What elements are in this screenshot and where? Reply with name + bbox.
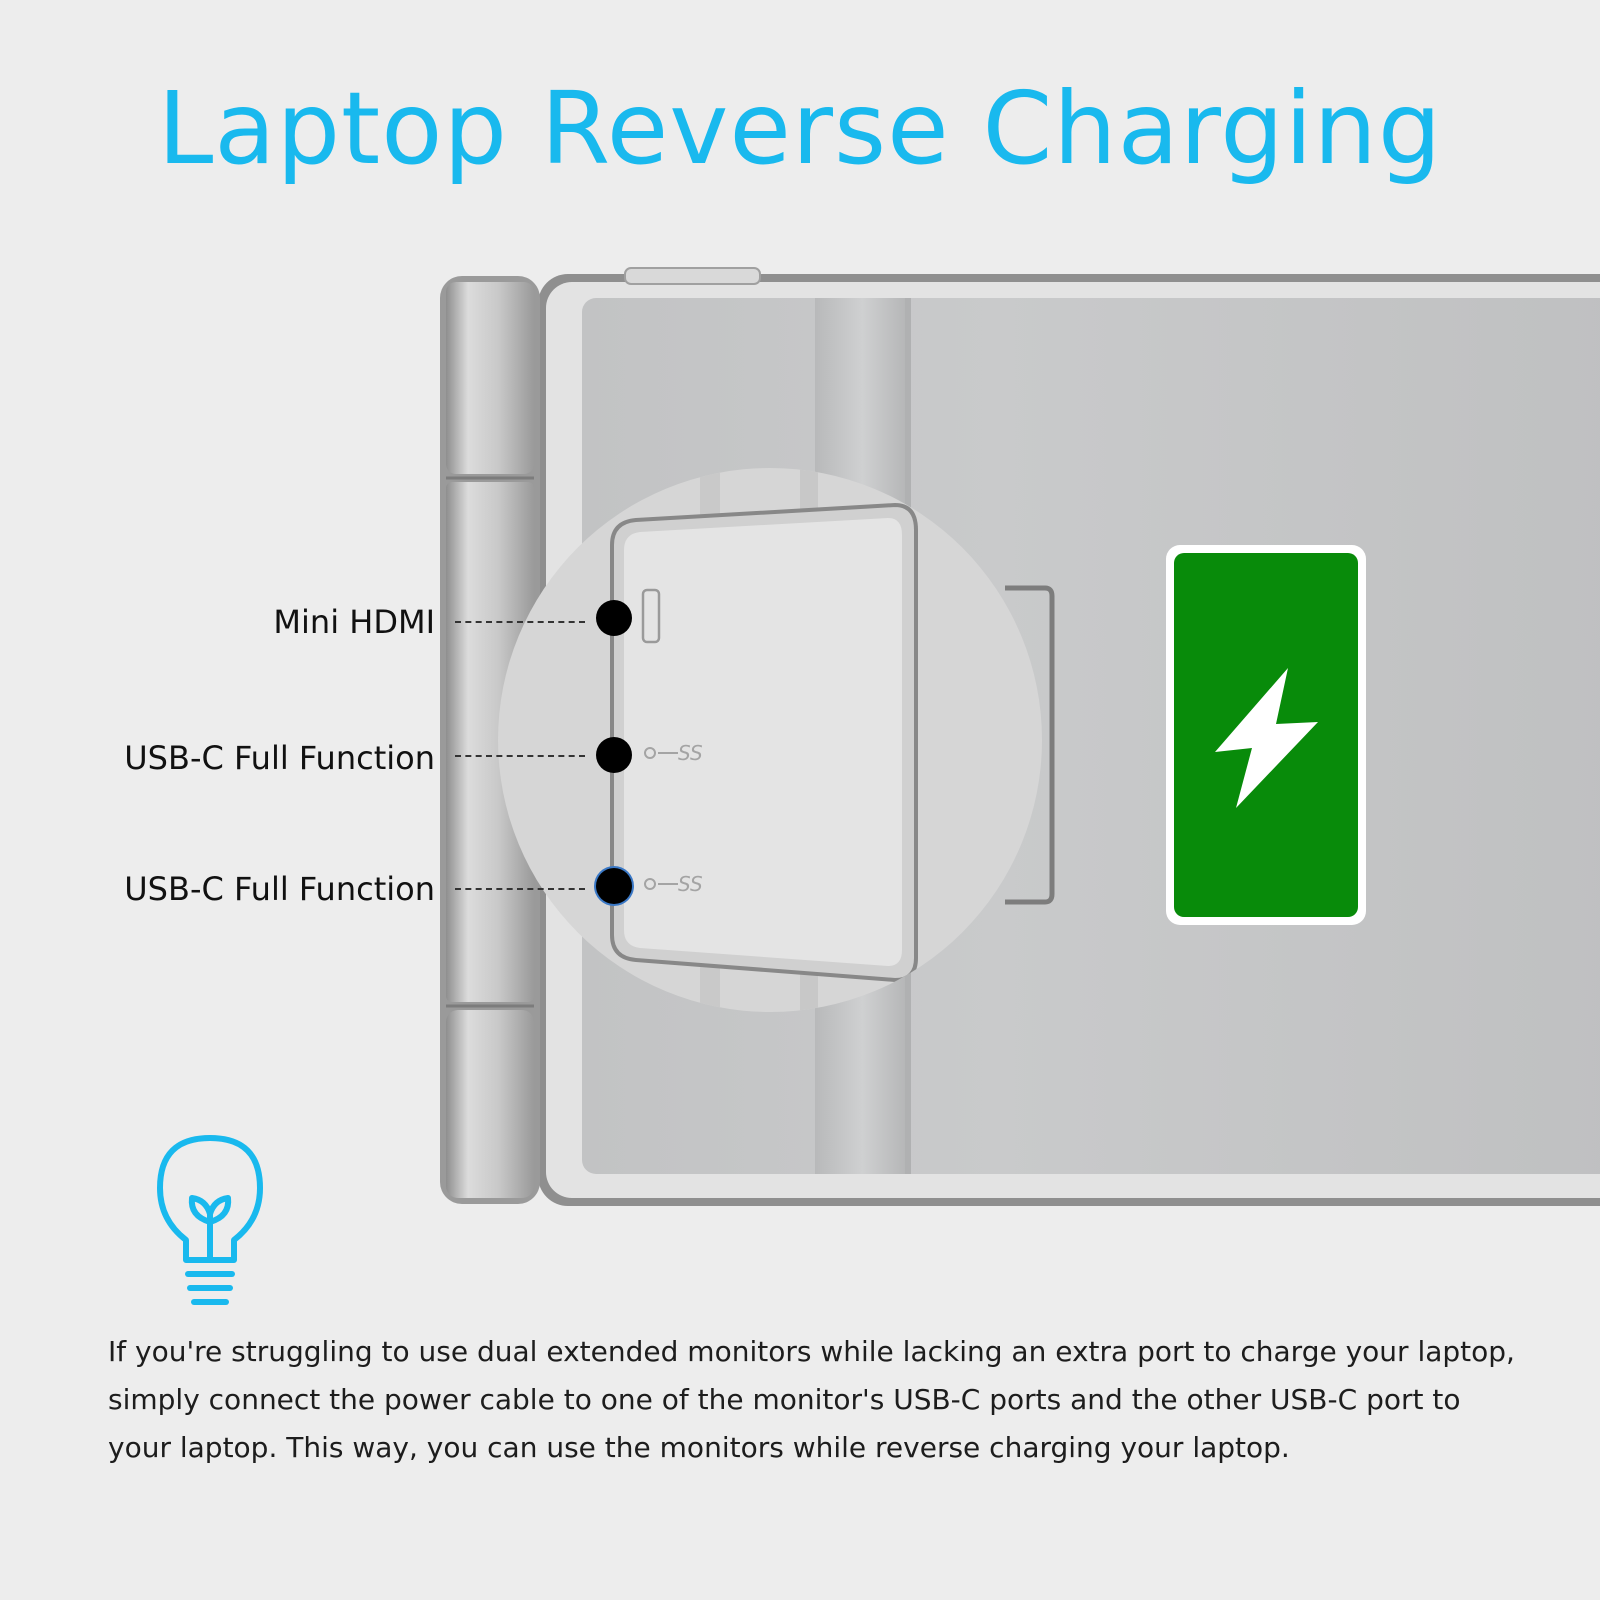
svg-text:SS: SS	[678, 872, 703, 896]
port-marker	[596, 737, 632, 773]
port-label-usb-c-1: USB-C Full Function	[124, 739, 435, 777]
svg-text:SS: SS	[678, 741, 703, 765]
lightbulb-icon	[157, 1135, 263, 1305]
port-label-usb-c-2: USB-C Full Function	[124, 870, 435, 908]
page-title: Laptop Reverse Charging	[157, 70, 1443, 187]
usb-ss-icon: SS	[644, 872, 703, 896]
port-marker	[596, 600, 632, 636]
lightning-bolt-icon	[1215, 668, 1318, 808]
port-marker	[596, 868, 632, 904]
port-label-mini-hdmi: Mini HDMI	[273, 603, 435, 641]
leader-line	[455, 621, 585, 623]
usb-ss-icon: SS	[644, 741, 703, 765]
description-text: If you're struggling to use dual extende…	[108, 1335, 1515, 1464]
leader-line	[455, 888, 585, 890]
leader-line	[455, 755, 585, 757]
mini-hdmi-port-icon	[641, 588, 661, 644]
